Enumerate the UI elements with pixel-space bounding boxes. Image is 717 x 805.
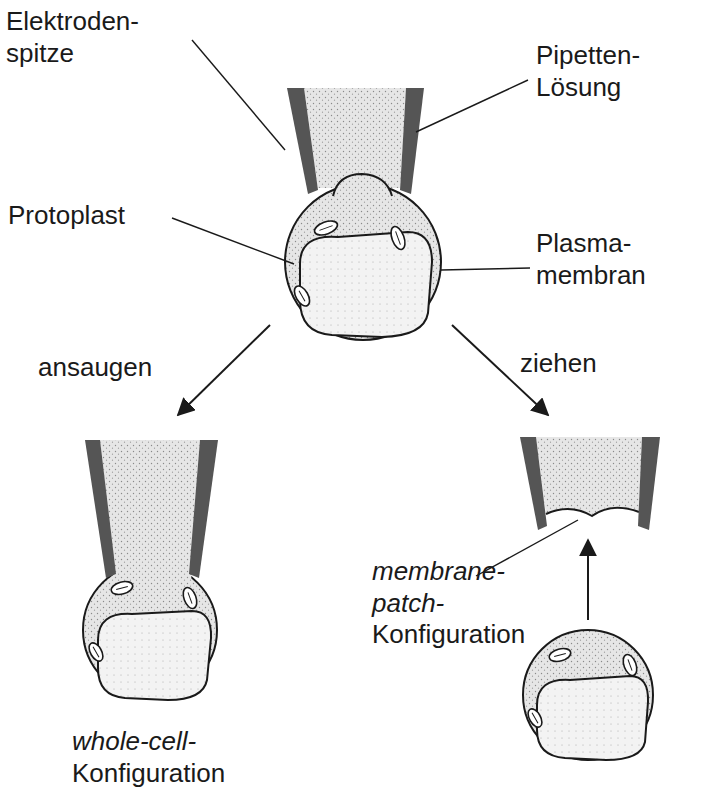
label-line: Lösung <box>536 72 640 104</box>
top-protoplast <box>285 174 441 340</box>
label-line: Plasma- <box>536 228 646 260</box>
step-label: ziehen <box>520 348 597 380</box>
leader-lines <box>172 40 578 576</box>
label-line: Elektroden- <box>6 6 139 38</box>
patch-protoplast <box>523 630 653 760</box>
part-label: Protoplast <box>8 200 125 232</box>
part-label: Pipetten- Lösung <box>536 40 640 103</box>
label-line: whole-cell- <box>72 726 225 758</box>
label-line: Pipetten- <box>536 40 640 72</box>
label-line: ziehen <box>520 348 597 380</box>
configuration-label: whole-cell- Konfiguration <box>72 726 225 789</box>
label-line: spitze <box>6 38 139 70</box>
label-line: membran <box>536 260 646 292</box>
whole-cell-pipette <box>83 440 218 700</box>
label-line: Protoplast <box>8 200 125 232</box>
label-line: ansaugen <box>38 352 152 384</box>
configuration-label: membrane- patch- Konfiguration <box>372 556 525 651</box>
part-label: Elektroden- spitze <box>6 6 139 69</box>
step-label: ansaugen <box>38 352 152 384</box>
label-line: Konfiguration <box>372 619 525 651</box>
patch-pipette <box>520 437 660 530</box>
part-label: Plasma- membran <box>536 228 646 291</box>
label-line: membrane- <box>372 556 525 588</box>
label-line: Konfiguration <box>72 758 225 790</box>
label-line: patch- <box>372 588 525 620</box>
